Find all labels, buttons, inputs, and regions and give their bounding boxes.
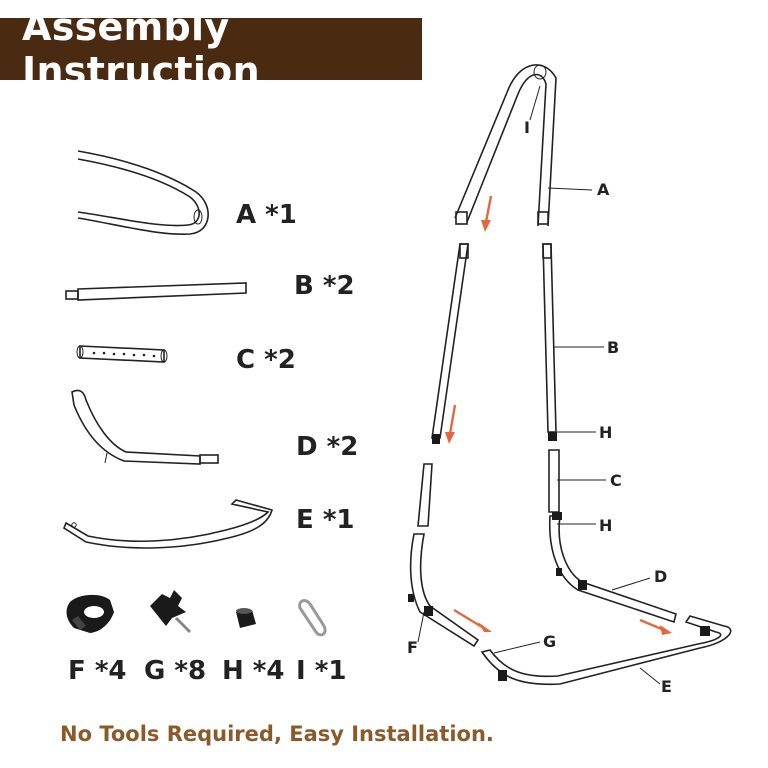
assembly-part-b (431, 243, 604, 444)
callout-h-top: H (599, 423, 613, 442)
title-banner: Assembly Instruction (0, 5, 422, 93)
callout-c: C (610, 471, 622, 490)
callout-i: I (524, 118, 530, 137)
part-label-g: G *8 (144, 656, 207, 686)
bolt-knob-icon (150, 590, 192, 634)
part-label-d: D *2 (296, 432, 359, 462)
part-label-e: E *1 (296, 505, 355, 535)
carabiner-icon (298, 599, 327, 637)
assembly-part-e (417, 611, 732, 686)
direction-arrows (445, 195, 672, 635)
part-a-drawing (77, 150, 209, 236)
part-d-drawing (71, 389, 219, 465)
knob-clamp-icon (66, 594, 114, 633)
part-label-c: C *2 (236, 345, 296, 375)
part-label-f: F *4 (68, 656, 127, 686)
assembly-part-d (408, 512, 677, 648)
callout-g: G (543, 632, 557, 651)
callout-b: B (607, 338, 620, 357)
part-label-b: B *2 (294, 271, 355, 301)
footer-note: No Tools Required, Easy Installation. (60, 722, 494, 746)
assembly-part-a (454, 64, 593, 227)
callout-d: D (654, 567, 668, 586)
callout-a: A (597, 180, 610, 199)
part-b-drawing (65, 282, 247, 301)
part-c-drawing (76, 345, 168, 363)
part-label-a: A *1 (236, 200, 297, 230)
end-cap-icon (236, 608, 256, 628)
page-title: Assembly Instruction (22, 5, 260, 93)
part-label-i: I *1 (296, 656, 347, 686)
callout-h-bottom: H (599, 516, 613, 535)
part-label-h: H *4 (222, 656, 285, 686)
callout-e: E (661, 677, 672, 696)
callout-f: F (407, 638, 418, 657)
assembly-part-c (417, 431, 606, 527)
part-e-drawing (63, 499, 273, 549)
